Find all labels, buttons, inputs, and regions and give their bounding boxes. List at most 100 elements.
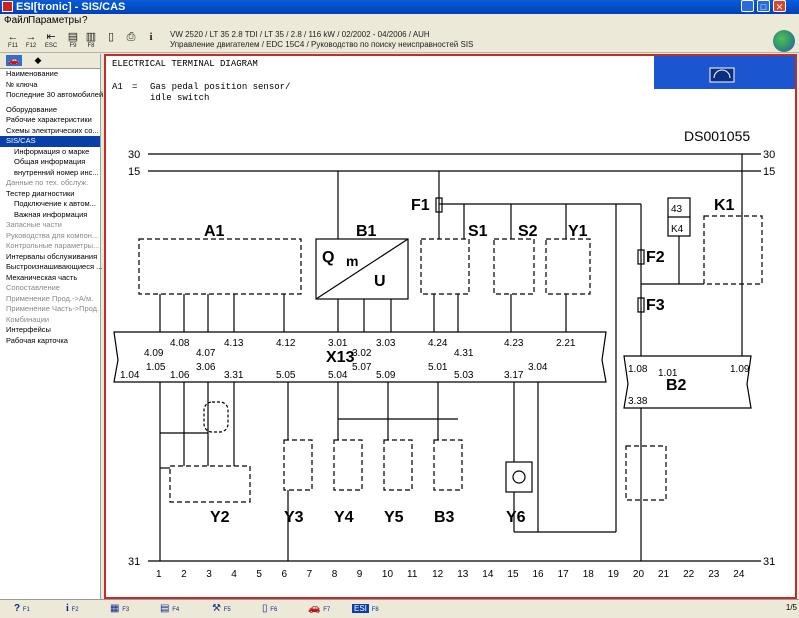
sidebar-item[interactable]: Важная информация <box>14 209 88 219</box>
x13-pin-bottom: 5.09 <box>376 370 396 381</box>
sidebar-item[interactable]: Общая информация <box>14 157 86 166</box>
print-button[interactable]: ⎙ <box>122 31 140 49</box>
sidebar-item[interactable]: Схемы электрических со... <box>6 125 99 135</box>
menu-help[interactable]: ? <box>82 15 88 26</box>
diagram-id: DS001055 <box>684 128 750 144</box>
sidebar-item[interactable]: Контрольные параметры... <box>6 241 100 250</box>
rail-label: 15 <box>763 166 775 178</box>
sidebar-item[interactable]: Интервалы обслуживания <box>6 251 98 261</box>
x13-right-pin: 1.08 <box>628 364 648 375</box>
bottom-pin: 22 <box>683 569 695 580</box>
x13-pin-top: 4.08 <box>170 338 190 349</box>
sidebar-item[interactable]: Последние 30 автомобилей <box>6 90 104 99</box>
sidebar-item[interactable]: Сопоставление <box>6 283 60 292</box>
esc-button[interactable]: ⇤ESC <box>44 31 58 49</box>
vehicle-info: VW 2520 / LT 35 2.8 TDI / LT 35 / 2.8 / … <box>170 30 473 50</box>
gauge-arc <box>713 69 731 79</box>
sidebar-item[interactable]: Руководства для компон... <box>6 230 99 240</box>
x13-right-pin: 1.09 <box>730 364 750 375</box>
bottom-pin: 5 <box>256 569 262 580</box>
x13-pin-bottom: 5.07 <box>352 362 372 373</box>
x13-pin-bottom: 1.05 <box>146 362 166 373</box>
component-label: F2 <box>646 249 665 266</box>
b2-shield <box>203 401 229 433</box>
sidebar-item[interactable]: Данные по тех. обслуж. <box>6 178 89 187</box>
x13-pin-bottom: 3.31 <box>224 370 244 381</box>
sidebar-item[interactable]: Тестер диагностики <box>6 188 75 198</box>
x13-pin-bottom: 5.01 <box>428 362 448 373</box>
bottom-pin: 21 <box>658 569 670 580</box>
f9-button[interactable]: ▤F9 <box>67 31 79 49</box>
sidebar-item[interactable]: Запасные части <box>6 220 62 229</box>
doc-ref: A1 <box>112 82 123 92</box>
s2-box <box>493 238 535 295</box>
f8-key[interactable]: ESI F8 <box>352 604 379 613</box>
x13-pin-top: 2.21 <box>556 338 576 349</box>
f6-key[interactable]: ▯ F6 <box>262 603 278 614</box>
bottom-pin: 17 <box>558 569 570 580</box>
doc-icon: ▯ <box>262 603 268 614</box>
sidebar-item[interactable]: № ключа <box>6 79 38 89</box>
sidebar-item[interactable]: Механическая часть <box>6 272 78 282</box>
f7-key[interactable]: 🚗 F7 <box>308 603 331 614</box>
y5-box <box>433 439 463 491</box>
f3-key[interactable]: ▦ F3 <box>110 603 130 614</box>
vehicle-line-2: Управление двигателем / EDC 15C4 / Руков… <box>170 40 474 49</box>
gauge-icon[interactable] <box>709 67 735 83</box>
sidebar-item[interactable]: Быстроизнашивающиеся ... <box>6 262 103 271</box>
bottom-pin: 8 <box>332 569 338 580</box>
sidebar-item[interactable]: Рабочая карточка <box>6 335 68 345</box>
b1-m: m <box>346 253 358 269</box>
sidebar-item[interactable]: Информация о марке <box>14 146 90 156</box>
sidebar-item[interactable]: Интерфейсы <box>6 325 51 334</box>
document-button[interactable]: ▯ <box>102 31 120 49</box>
bottom-pin: 16 <box>533 569 545 580</box>
bottom-pin: 14 <box>482 569 494 580</box>
menu-file[interactable]: Файл <box>4 15 29 26</box>
menu-parameters[interactable]: Параметры <box>28 15 82 26</box>
f8-button[interactable]: ▥F8 <box>85 31 97 49</box>
sidebar-item[interactable]: Применение Прод.->А/м. <box>6 293 94 303</box>
x13-pin-top: 4.24 <box>428 338 448 349</box>
component-label: B1 <box>356 223 377 240</box>
globe-icon[interactable] <box>773 30 795 52</box>
f5-key[interactable]: ⚒ F5 <box>212 603 231 614</box>
bottom-pin: 15 <box>507 569 519 580</box>
close-button[interactable]: ✕ <box>773 0 786 12</box>
sidebar-item[interactable]: Наименование <box>6 69 58 78</box>
bottom-pin: 18 <box>583 569 595 580</box>
b3-box <box>505 461 533 493</box>
sidebar-item[interactable]: Применение Часть->Прод. <box>6 304 100 313</box>
sidebar-item[interactable]: Комбинации <box>6 314 50 324</box>
x13-pin-top: 4.07 <box>196 348 216 359</box>
x13-connector <box>113 331 607 383</box>
component-label: Y5 <box>384 509 404 526</box>
relay-label-k4: K4 <box>671 224 684 235</box>
b1-diagonal <box>315 238 409 300</box>
sidebar-item[interactable]: Рабочие характеристики <box>6 115 92 124</box>
status-bar: ? F1 i F2 ▦ F3 ▤ F4 ⚒ F5 ▯ F6 🚗 F7 ESI F… <box>0 599 799 618</box>
help-key[interactable]: ? F1 <box>14 603 30 614</box>
component-label: A1 <box>204 223 225 240</box>
component-label: B3 <box>434 509 455 526</box>
sidebar-item[interactable]: внутренний номер инс... <box>14 167 99 177</box>
x13-right-connector <box>623 355 752 409</box>
folder-tab-icon[interactable]: ◆ <box>34 55 42 65</box>
sidebar-item[interactable]: Оборудование <box>6 104 58 114</box>
vehicle-tab-icon[interactable]: 🚗 <box>6 55 22 66</box>
x13-pin-bottom: 5.05 <box>276 370 296 381</box>
car-icon: 🚗 <box>308 603 321 614</box>
f4-key[interactable]: ▤ F4 <box>160 603 180 614</box>
x13-pin-bottom: 3.04 <box>528 362 548 373</box>
forward-button[interactable]: →F12 <box>25 31 37 49</box>
info-button[interactable]: i <box>142 31 160 49</box>
minimize-button[interactable]: _ <box>741 0 754 12</box>
sidebar-item[interactable]: Подключение к автом... <box>14 199 96 208</box>
info-key[interactable]: i F2 <box>66 603 79 614</box>
x13-pin-bottom: 1.04 <box>120 370 140 381</box>
maximize-button[interactable]: □ <box>757 0 770 12</box>
tools-icon: ⚒ <box>212 603 221 614</box>
sidebar-item[interactable]: SIS/CAS <box>0 136 100 147</box>
back-button[interactable]: ←F11 <box>7 31 19 49</box>
